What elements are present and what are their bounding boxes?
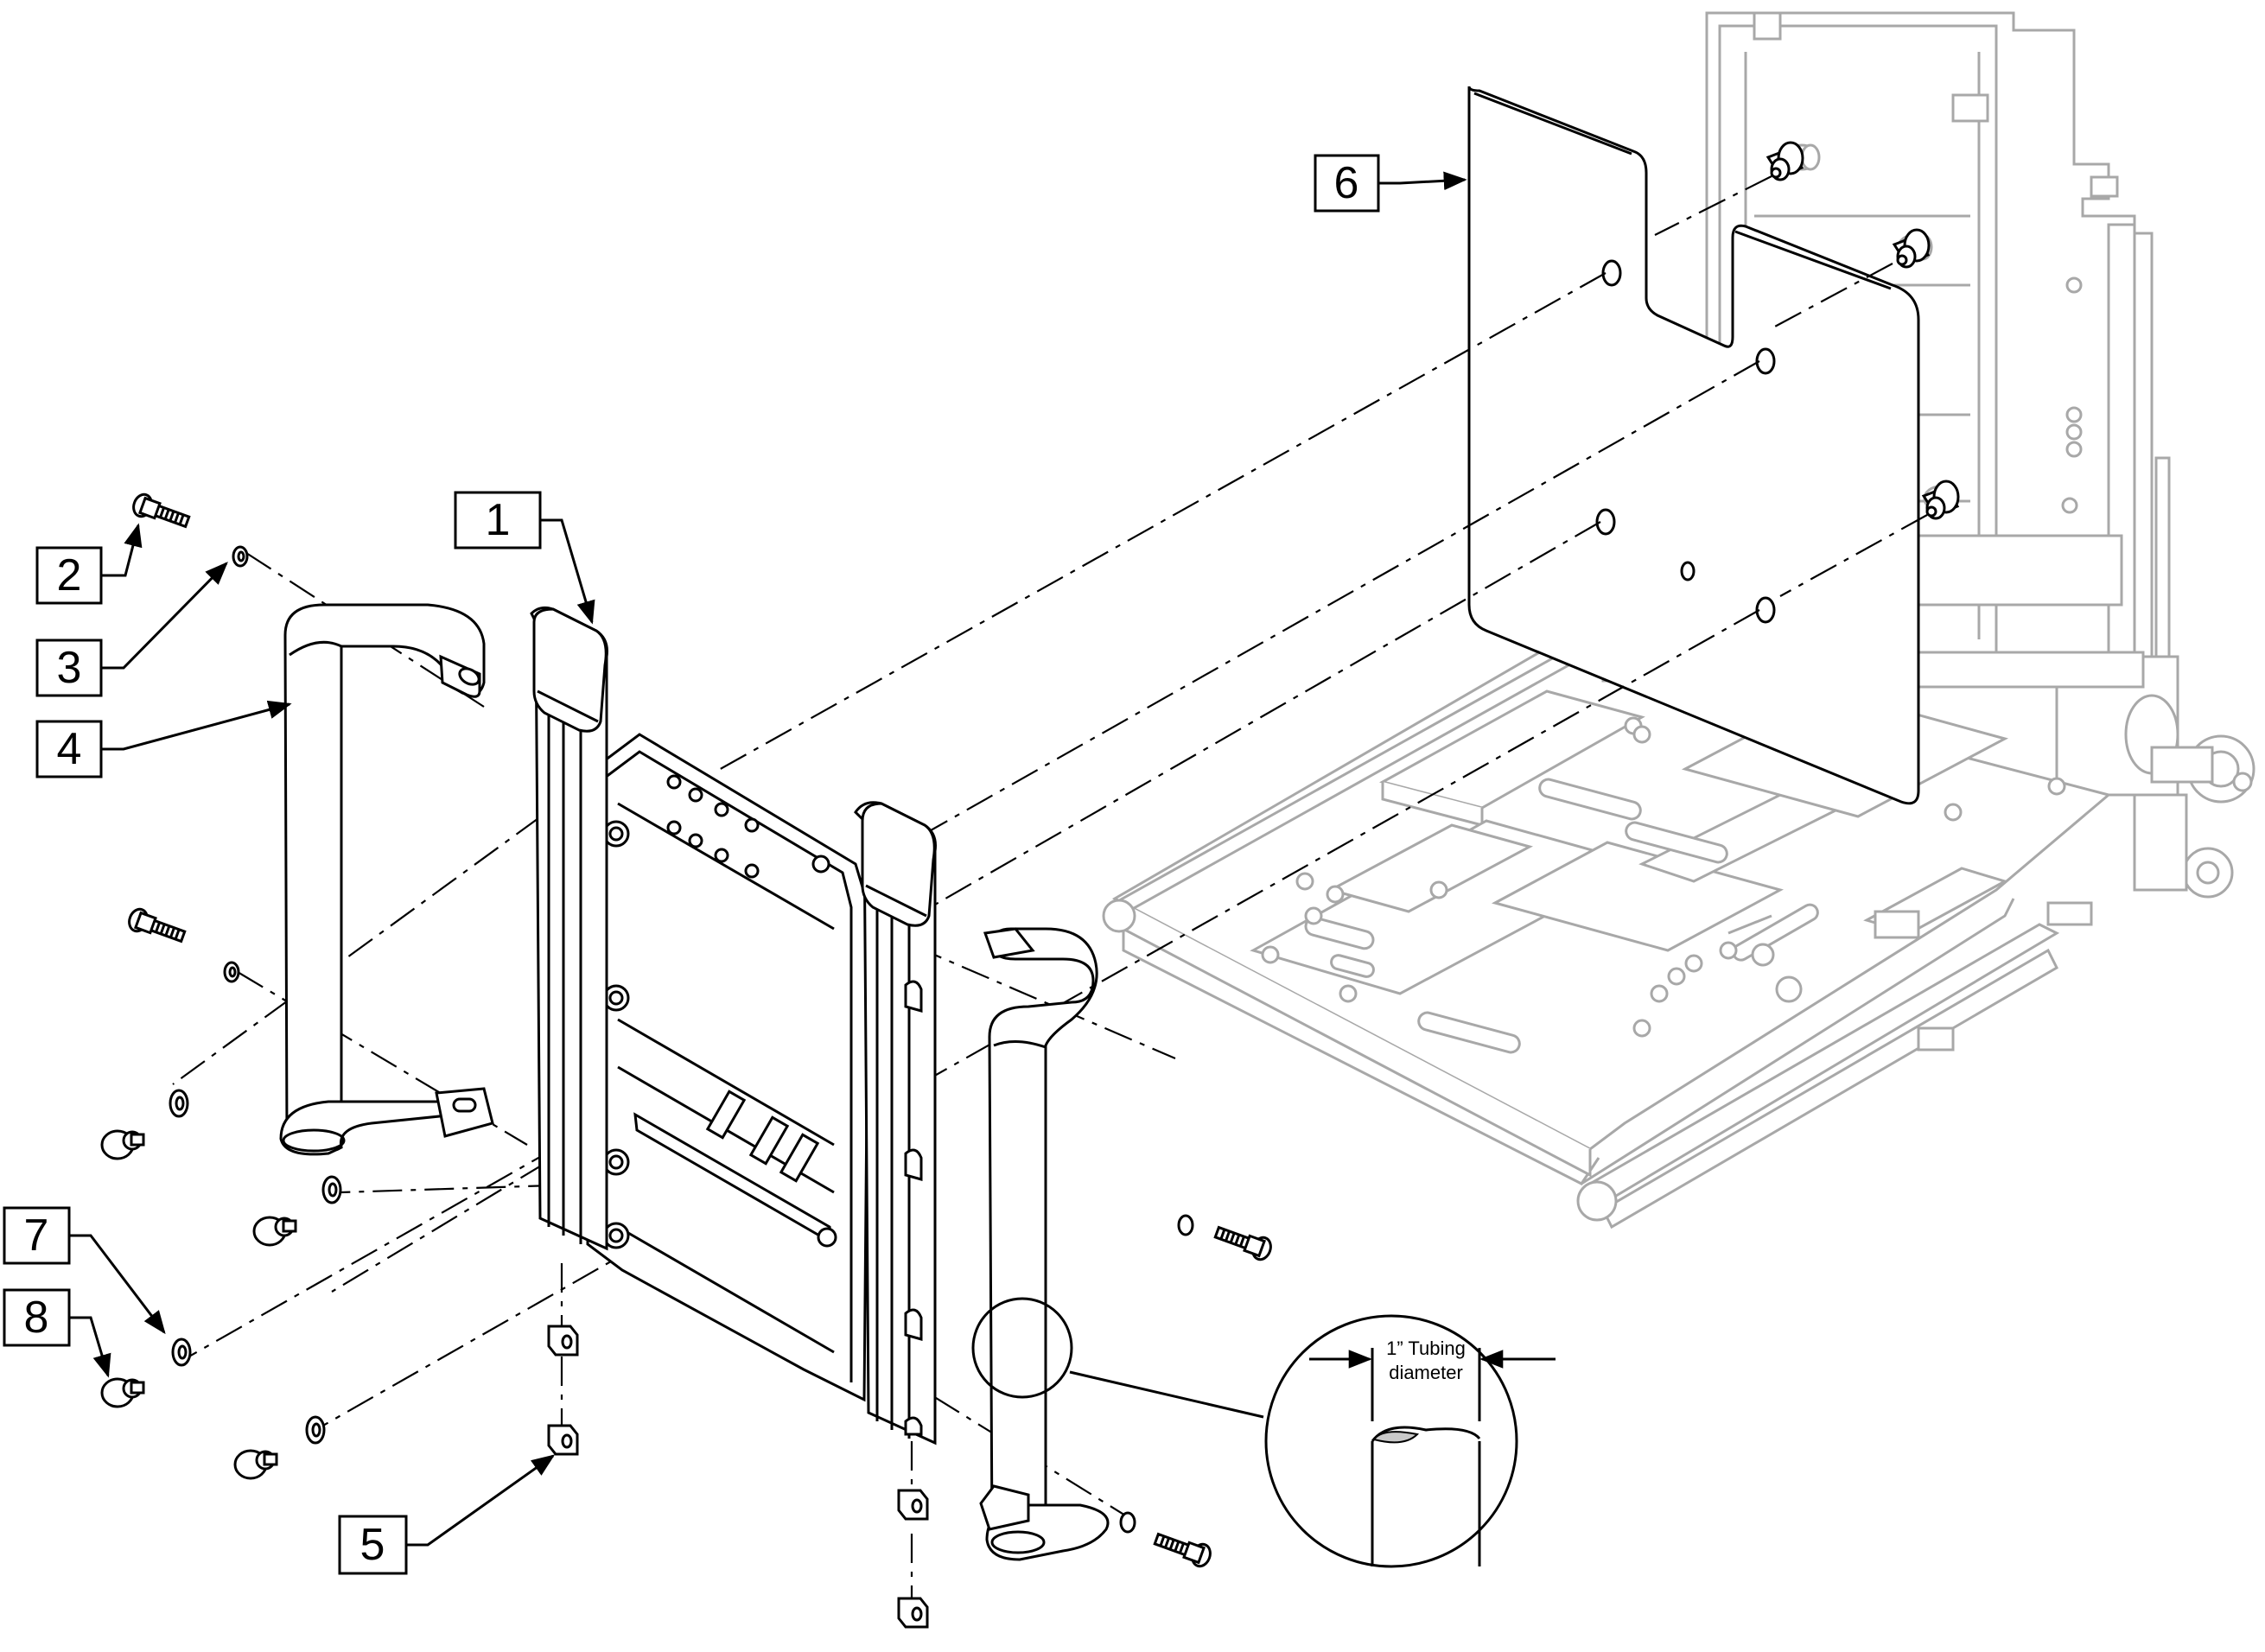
callout-2-label: 2	[57, 550, 82, 600]
callout-leaders	[69, 171, 1467, 1547]
callout-6-label: 6	[1334, 158, 1359, 208]
tubing-detail-view: 1” Tubing diameter	[1264, 1314, 1556, 1568]
callout-8: 8	[3, 1288, 71, 1347]
callout-5: 5	[338, 1515, 408, 1575]
detail-marker	[971, 1297, 1264, 1419]
callout-5-label: 5	[360, 1520, 385, 1570]
standoff-spacers	[1766, 141, 1960, 520]
back-panel-plate	[1467, 86, 1920, 805]
callout-6: 6	[1314, 154, 1380, 213]
callout-8-label: 8	[24, 1293, 49, 1343]
callout-4-label: 4	[57, 724, 82, 774]
detail-label-line1: 1” Tubing	[1386, 1337, 1466, 1359]
callout-2: 2	[35, 546, 103, 605]
callout-1: 1	[454, 491, 542, 550]
detail-label-line2: diameter	[1389, 1362, 1463, 1383]
callout-3-label: 3	[57, 643, 82, 693]
fasteners	[100, 492, 1272, 1629]
mounting-bracket-assembly	[530, 606, 937, 1446]
right-push-handle	[979, 927, 1110, 1561]
callout-4: 4	[35, 720, 103, 778]
callout-3: 3	[35, 639, 103, 697]
callout-7-label: 7	[24, 1210, 49, 1261]
callout-7: 7	[3, 1206, 71, 1265]
left-push-handle	[279, 603, 494, 1156]
callout-1-label: 1	[486, 495, 511, 545]
